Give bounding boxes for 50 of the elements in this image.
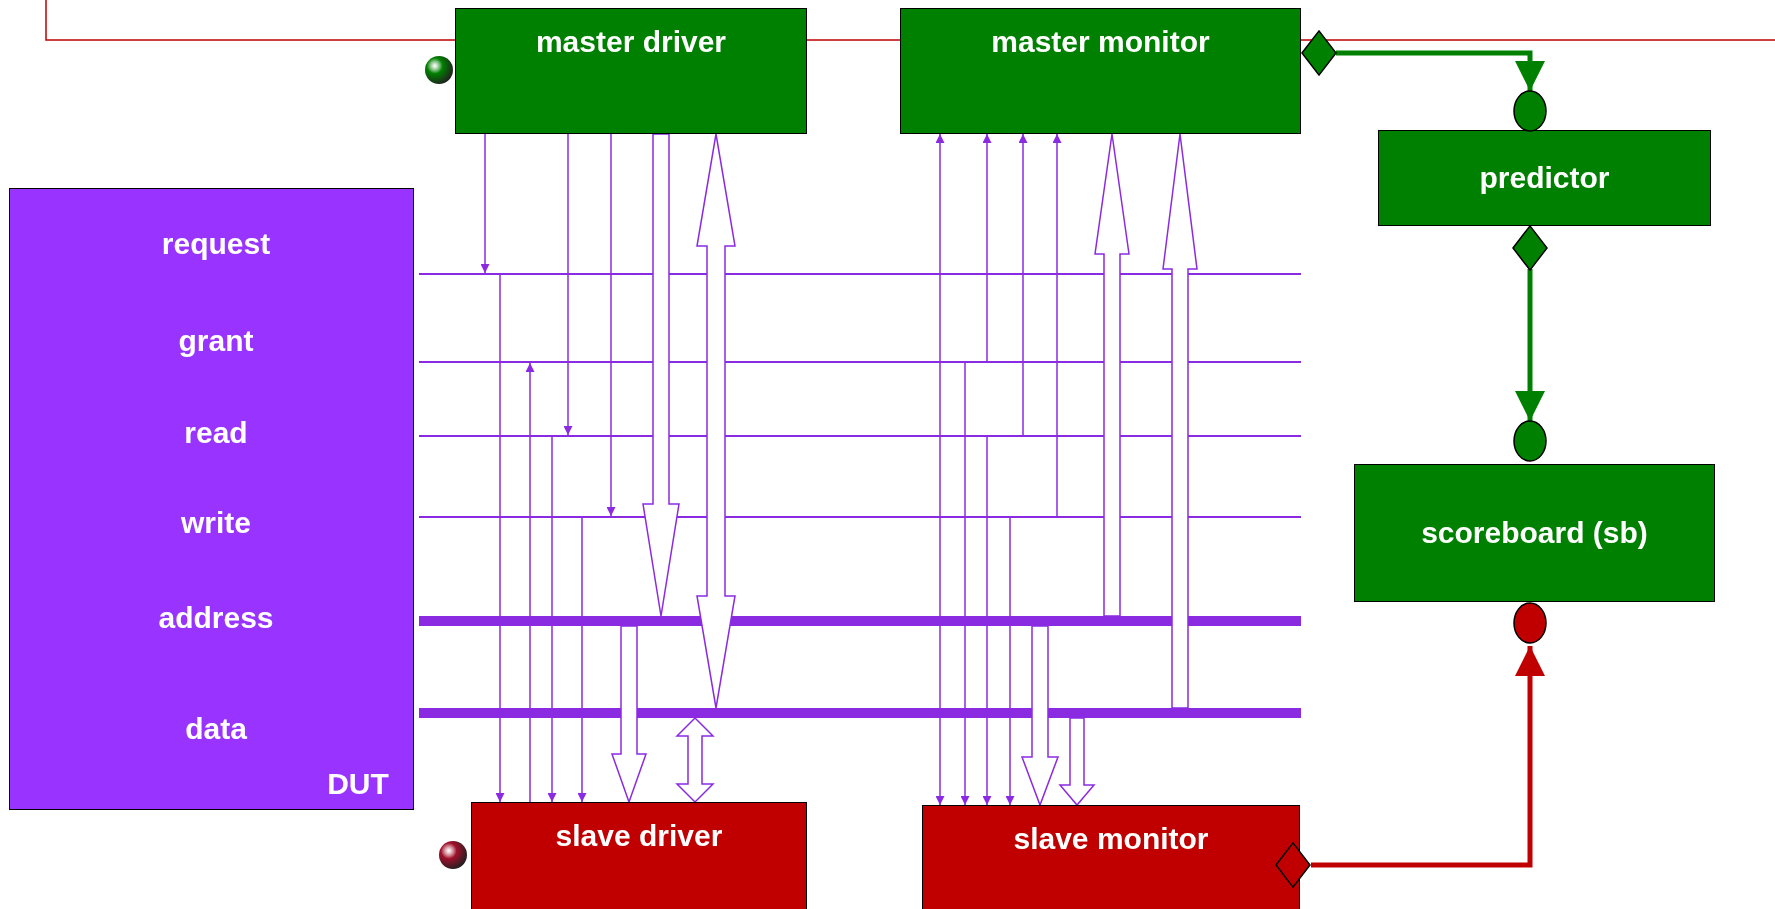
bus-arrow	[675, 716, 715, 804]
signal-name: write	[181, 506, 251, 540]
signal-arrow	[606, 133, 616, 517]
bus-arrow	[1094, 133, 1130, 617]
bus-arrow	[610, 625, 648, 805]
signal-arrow	[480, 133, 490, 274]
signal-arrow	[1052, 133, 1062, 517]
bus-arrow	[1020, 625, 1060, 808]
signal-arrow	[935, 274, 945, 806]
signal-arrow	[1005, 517, 1015, 806]
bus-arrow	[642, 133, 680, 617]
component-label: slave driver	[554, 818, 724, 854]
signal-arrow	[577, 517, 587, 803]
signal-line	[419, 361, 1301, 363]
driver-box	[471, 802, 807, 909]
signal-arrow	[982, 133, 992, 362]
signal-name: address	[158, 601, 274, 635]
bus-arrow	[696, 133, 736, 709]
signal-arrow	[982, 436, 992, 806]
component-label: predictor	[1478, 160, 1611, 197]
predictor-box	[1378, 130, 1711, 226]
monitor-box	[922, 805, 1300, 909]
signal-line	[419, 273, 1301, 275]
signal-name: read	[184, 416, 248, 450]
signal-name: grant	[178, 324, 254, 358]
signal-name: data	[185, 712, 247, 746]
signal-arrow	[563, 133, 573, 436]
component-label: master monitor	[990, 24, 1211, 60]
connection-arrow	[1515, 269, 1545, 421]
signal-arrow	[960, 362, 970, 806]
signal-line	[419, 516, 1301, 518]
signal-line	[419, 435, 1301, 437]
component-label: master driver	[534, 24, 728, 60]
signal-name: request	[161, 227, 271, 261]
signal-arrow	[495, 274, 505, 803]
bus-arrow	[1058, 717, 1096, 807]
scoreboard-box	[1354, 464, 1715, 602]
dut-block	[9, 188, 414, 810]
driver-box	[455, 8, 807, 134]
component-label: slave monitor	[1012, 821, 1210, 857]
signal-arrow	[525, 362, 535, 803]
connection-arrow	[1336, 50, 1545, 91]
monitor-box	[900, 8, 1301, 134]
block-label: DUT	[327, 767, 389, 801]
signal-arrow	[547, 436, 557, 803]
connection-arrow	[1311, 646, 1545, 868]
component-label: scoreboard (sb)	[1420, 515, 1649, 552]
signal-arrow	[1018, 133, 1028, 436]
signal-arrow	[935, 133, 945, 274]
bus-arrow	[1162, 133, 1198, 709]
